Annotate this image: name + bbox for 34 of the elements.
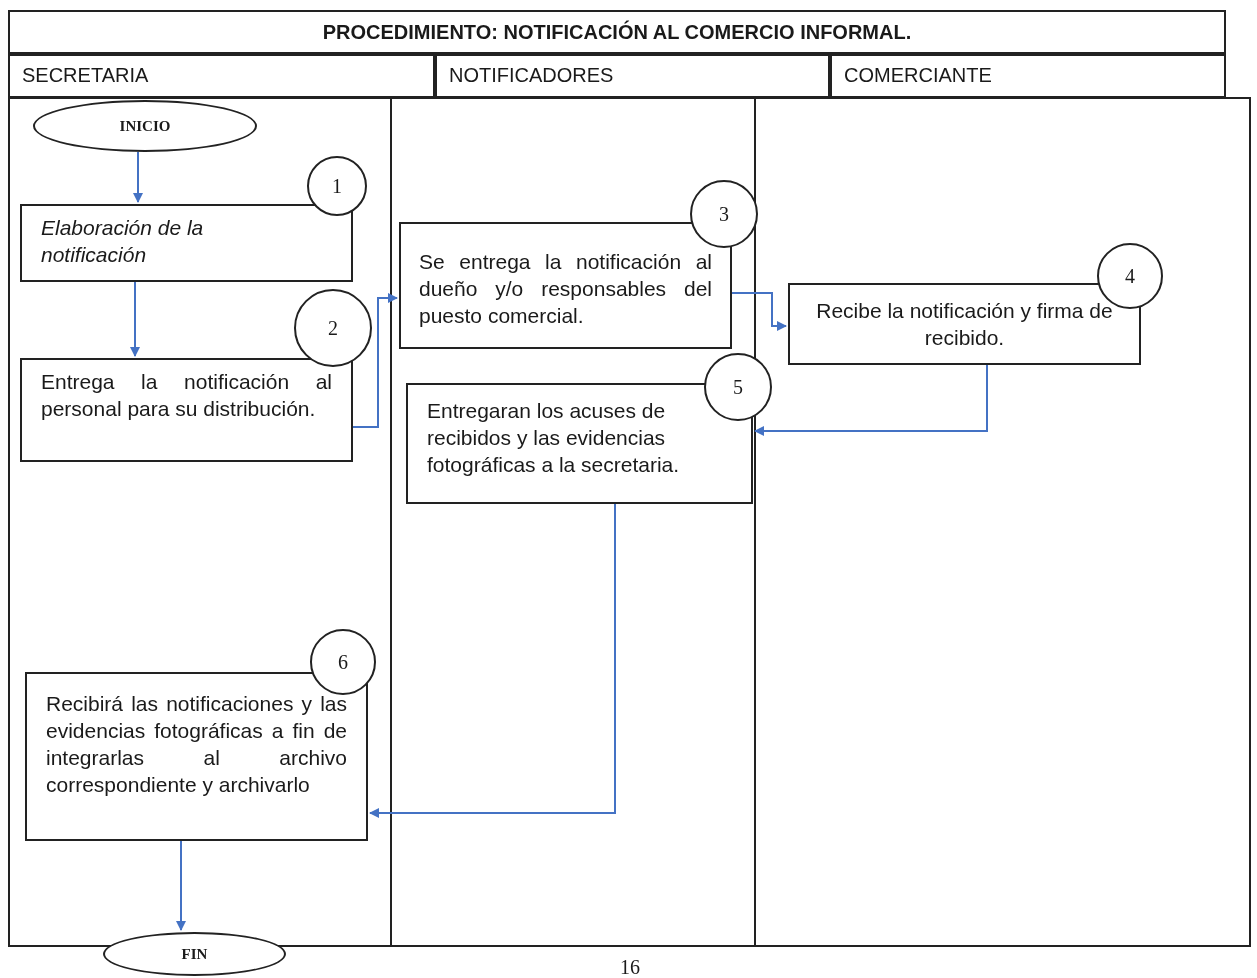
lane-header [8,54,435,98]
step-text: Elaboración de la notificación [41,215,205,268]
flow-arrow [133,151,143,203]
lane-title: COMERCIANTE [844,64,992,86]
process-box [20,204,353,282]
flow-arrow [130,281,140,357]
step-text: Entrega la notificación al personal para su distribución. [41,369,332,422]
process-box [20,358,353,462]
step-number: 2 [328,316,338,341]
flow-arrow [176,840,186,931]
step-number: 6 [338,650,348,675]
lane-header [435,54,830,98]
process-box [25,672,368,841]
lane-header [830,54,1226,98]
terminal-label: FIN [181,944,208,964]
step-number: 3 [719,202,729,227]
flow-arrow [731,292,787,331]
step-number: 4 [1125,264,1135,289]
lane-title: NOTIFICADORES [449,64,614,86]
process-box [399,222,732,349]
step-text: Entregaran los acuses de recibidos y las evidencias fotográficas a la secretaria. [427,398,681,478]
lane-title: SECRETARIA [22,64,149,86]
step-text: Recibe la notificación y firma de recibido. [815,298,1114,351]
page-number: 16 [620,956,640,978]
terminal-label: INICIO [119,116,171,136]
step-number: 1 [332,174,342,199]
flow-arrow [754,364,988,436]
process-box [788,283,1141,365]
diagram-title: PROCEDIMIENTO: NOTIFICACIÓN AL COMERCIO INFORMAL. [322,19,912,45]
flow-arrow [352,293,398,428]
step-number: 5 [733,375,743,400]
flow-arrow [369,503,616,818]
step-text: Se entrega la notificación al dueño y/o responsables del puesto comercial. [419,249,712,329]
step-text: Recibirá las notificaciones y las evidencias fotográficas a fin de integrarlas al archivo correspondiente y archivarlo [46,691,347,798]
